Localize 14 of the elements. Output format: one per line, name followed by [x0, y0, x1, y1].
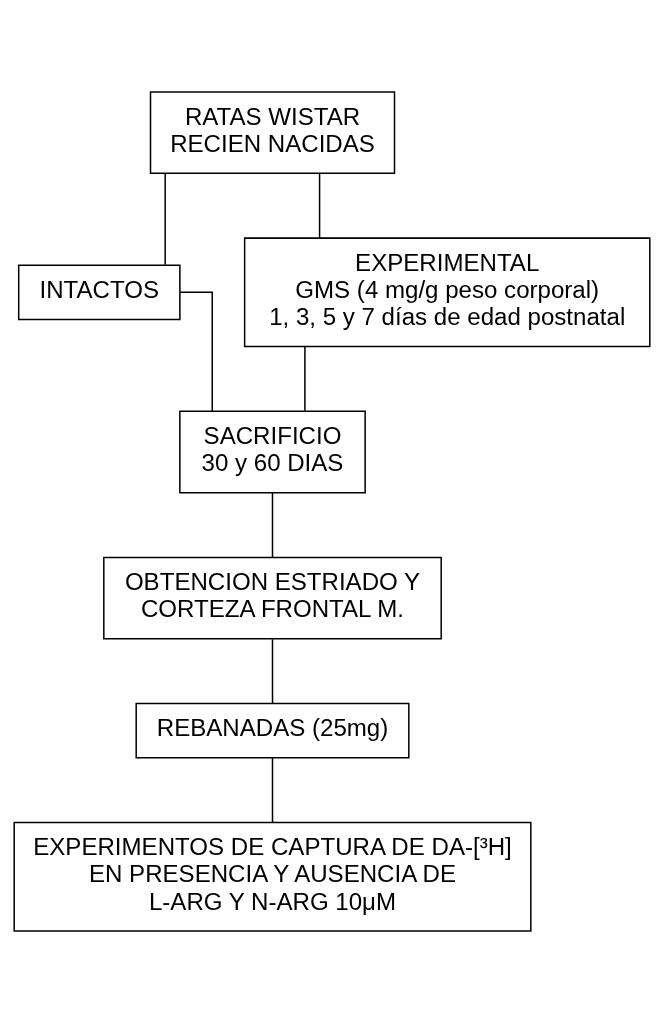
node-box: EXPERIMENTAL GMS (4 mg/g peso corporal) 1, 3, 5 y 7 días de edad postnatal: [243, 237, 651, 348]
node-box: EXPERIMENTOS DE CAPTURA DE DA-[³H] EN PRESENCIA Y AUSENCIA DE L-ARG Y N-ARG 10μM: [13, 821, 532, 932]
connector: [318, 172, 321, 239]
connector: [164, 172, 166, 266]
node-box: OBTENCION ESTRIADO Y CORTEZA FRONTAL M.: [103, 556, 442, 640]
node-box: RATAS WISTAR RECIEN NACIDAS: [149, 91, 396, 175]
connector: [271, 491, 274, 558]
connector: [271, 757, 274, 823]
node-box: INTACTOS: [17, 264, 181, 321]
connector: [304, 346, 306, 412]
node-box: REBANADAS (25mg): [135, 702, 410, 759]
connector: [271, 638, 274, 705]
node-box: SACRIFICIO 30 y 60 DIAS: [179, 410, 366, 494]
connector: [179, 291, 213, 413]
